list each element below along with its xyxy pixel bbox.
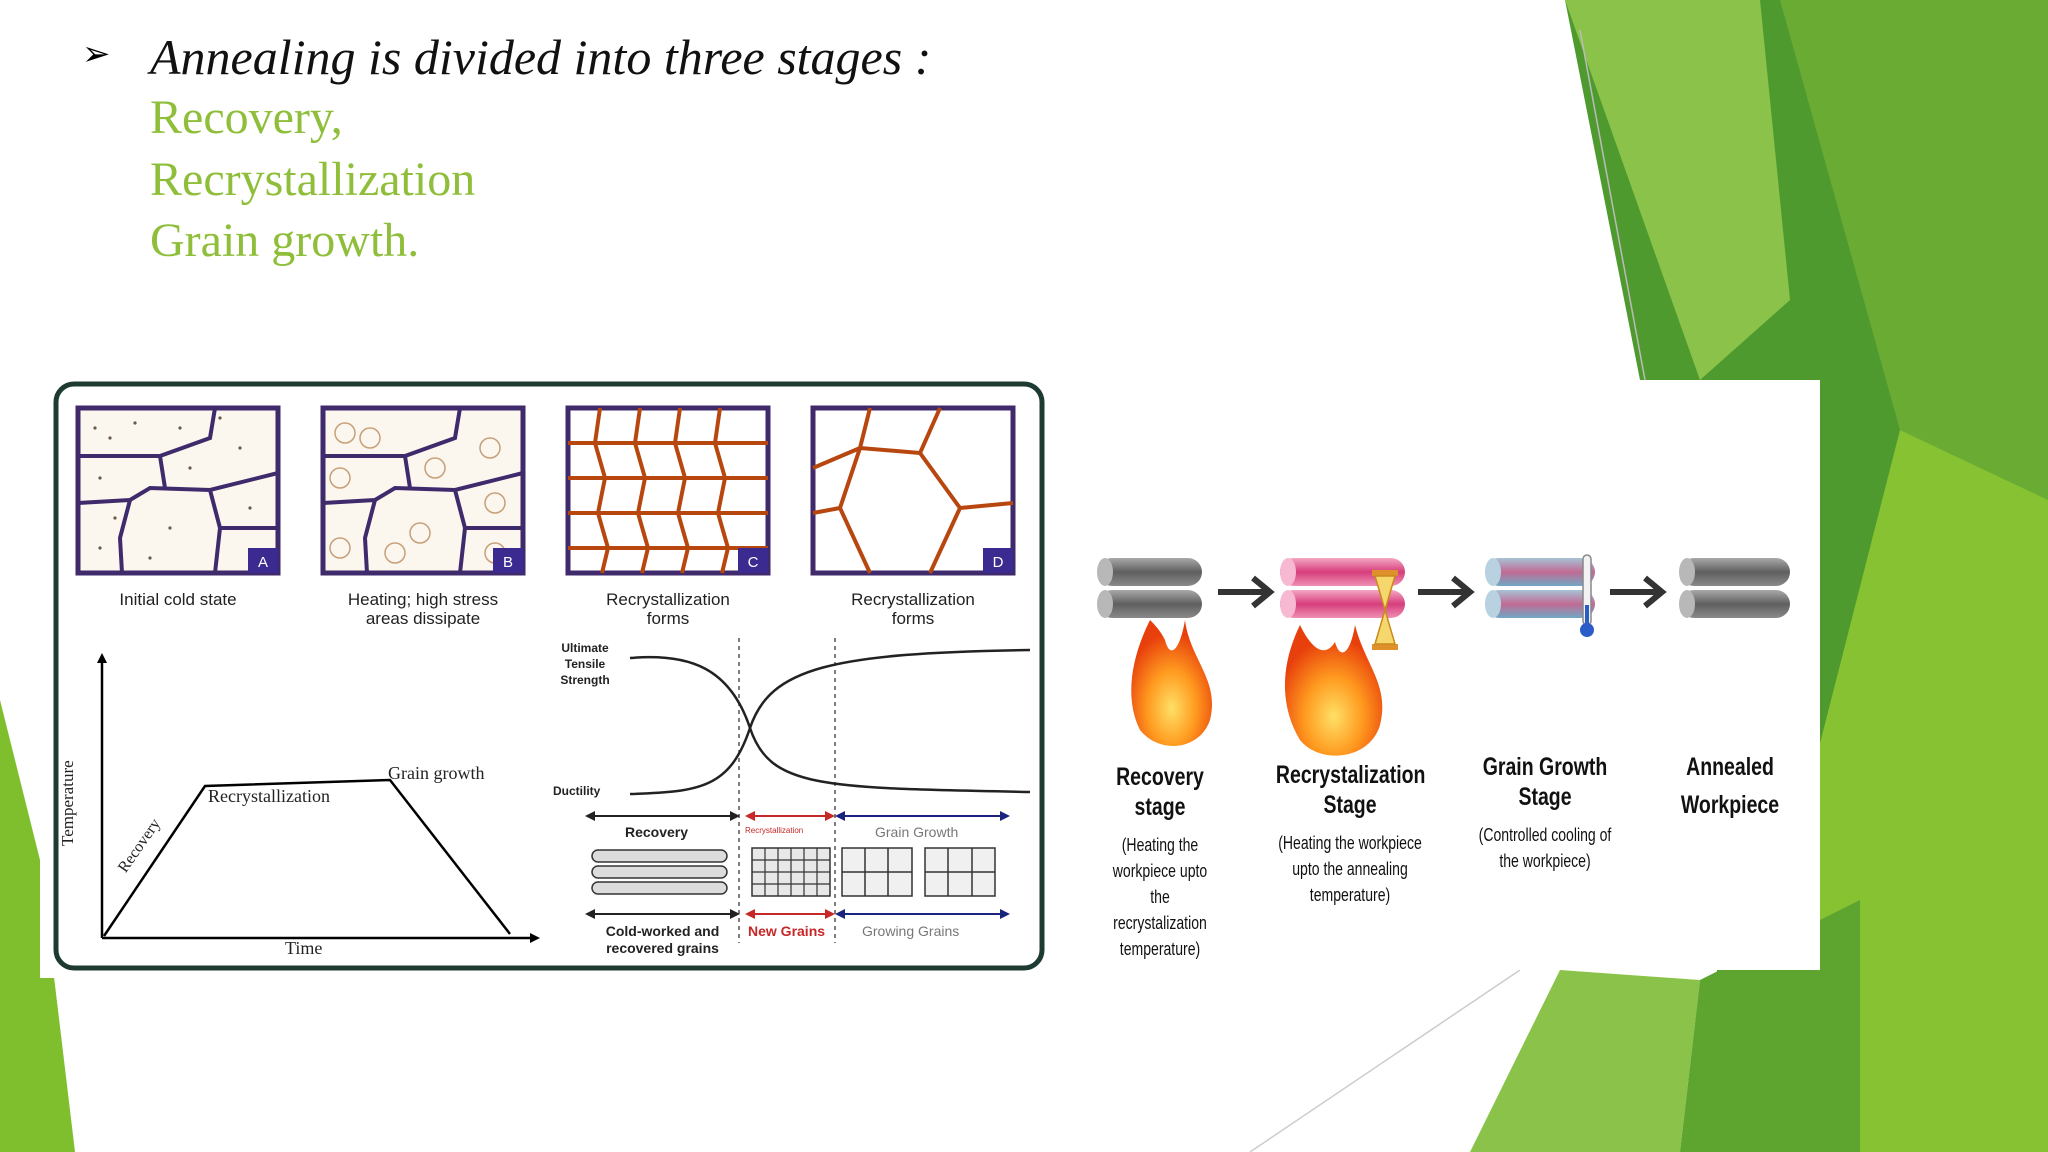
panel-d-caption: Recrystallization forms — [851, 590, 975, 628]
panel-b-letter: B — [503, 554, 513, 571]
workpiece-bars-recovery — [1097, 558, 1202, 618]
recrystallization-label: Recrystallization — [208, 786, 330, 806]
panel-a-cold-grains: A — [75, 405, 281, 576]
panel-d-letter: D — [993, 554, 1004, 571]
annealing-diagram-left: A B C D — [40, 378, 1050, 978]
arrow-right-icon — [1218, 575, 1275, 609]
panel-c-new-grains: C — [565, 405, 771, 576]
property-graph — [585, 638, 1031, 943]
panel-b-heating-grains: B — [320, 405, 526, 576]
workpiece-bars-grain-growth — [1485, 558, 1595, 618]
flame-icon — [1131, 620, 1213, 747]
bottom-left-label: Cold-worked and recovered grains — [605, 923, 720, 956]
ductility-label: Ductility — [553, 784, 601, 798]
grain-growth-stage-description: (Controlled cooling of the workpiece) — [1478, 825, 1612, 871]
x-axis-label: Time — [285, 938, 323, 958]
zone-grain-growth-label: Grain Growth — [875, 824, 959, 840]
flame-icon-2 — [1284, 625, 1383, 756]
recrystallization-stage-caption: Recrystalization Stage (Heating the work… — [1255, 760, 1445, 908]
annealing-diagram-graphics: A B C D — [53, 381, 1045, 971]
stage-grain-growth: Grain growth. — [150, 214, 420, 267]
recovery-stage-description: (Heating the workpiece upto the recrysta… — [1112, 835, 1208, 959]
grain-growth-label: Grain growth — [388, 763, 485, 783]
panel-c-caption: Recrystallization forms — [606, 590, 730, 628]
thermometer-icon — [1580, 554, 1594, 637]
process-graphics — [1097, 554, 1790, 756]
temperature-time-graph — [97, 653, 540, 943]
workpiece-bars-annealed — [1679, 558, 1790, 618]
panel-b-caption: Heating; high stress areas dissipate — [347, 590, 499, 628]
panel-c-letter: C — [748, 554, 759, 571]
y-axis-label: Temperature — [58, 760, 77, 846]
heading-title: Annealing is divided into three stages : — [150, 29, 932, 85]
stage-recovery: Recovery, — [150, 91, 343, 144]
annealed-workpiece-caption: Annealed Workpiece — [1680, 753, 1780, 819]
recovery-stage-caption: Recovery stage (Heating the workpiece up… — [1075, 762, 1245, 962]
zone-recovery-label: Recovery — [625, 824, 689, 840]
recrystallization-stage-description: (Heating the workpiece upto the annealin… — [1278, 833, 1422, 905]
hourglass-icon — [1372, 570, 1398, 650]
annealing-process-diagram-right: Recovery stage (Heating the workpiece up… — [1050, 380, 1820, 970]
zone-recrystallization-label: Recrystallization — [745, 826, 804, 835]
arrow-right-icon-3 — [1610, 575, 1667, 609]
panel-a-caption: Initial cold state — [119, 590, 237, 609]
bottom-mid-label: New Grains — [748, 923, 826, 939]
workpiece-bars-recrystallization — [1280, 558, 1405, 618]
arrow-right-icon-2 — [1418, 575, 1475, 609]
stage-recrystallization: Recrystallization — [150, 153, 476, 206]
uts-label: Ultimate Tensile Strength — [560, 641, 610, 687]
grain-growth-stage-caption: Grain Growth Stage (Controlled cooling o… — [1450, 752, 1640, 874]
bullet-arrow-icon: ➢ — [82, 34, 111, 74]
bottom-right-label: Growing Grains — [862, 923, 960, 939]
panel-d-large-grains: D — [810, 405, 1016, 576]
panel-a-letter: A — [258, 554, 268, 571]
